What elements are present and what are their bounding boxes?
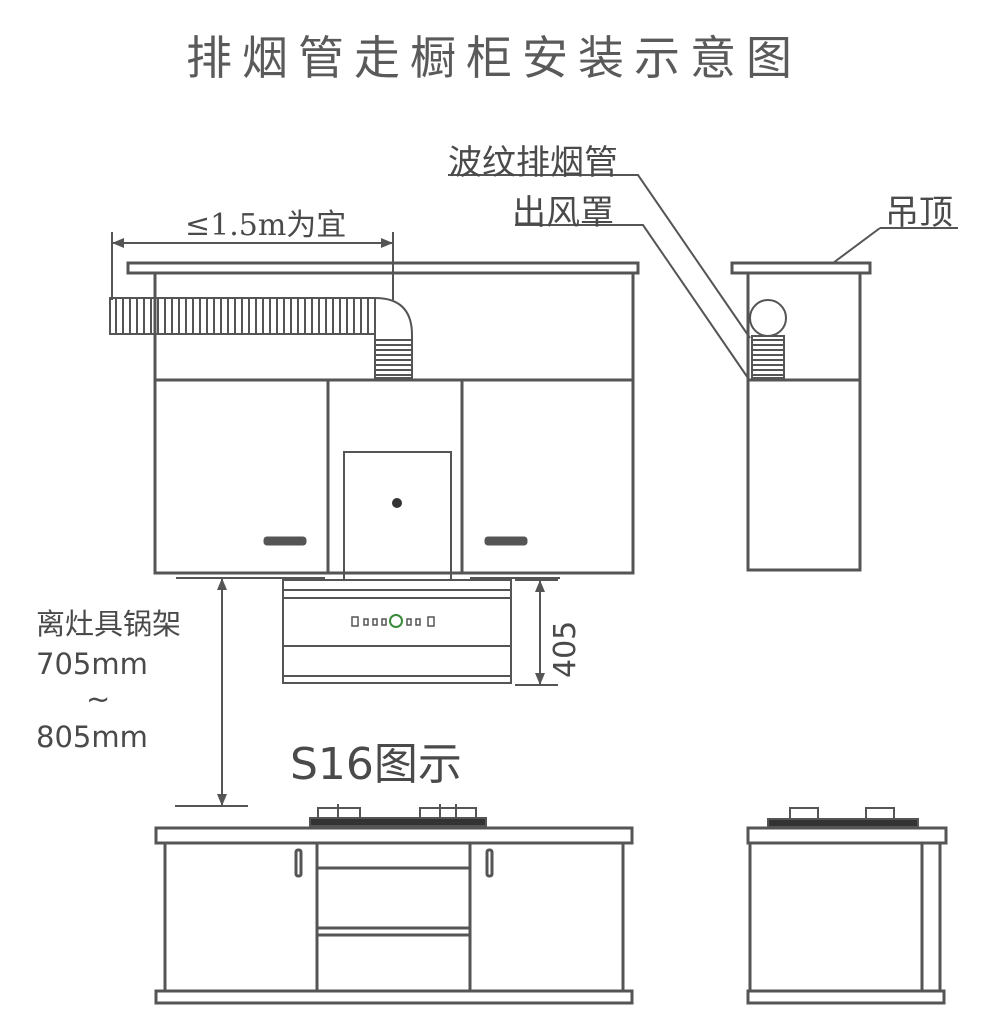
max-length-arrow-left (112, 238, 124, 248)
page-title: 排烟管走橱柜安装示意图 (186, 31, 802, 85)
countertop-front (154, 826, 634, 845)
upper-cabinet (153, 271, 635, 575)
height-405-arrow-bottom (535, 673, 545, 685)
height-405-arrow-top (535, 580, 545, 592)
lower-handle-left (294, 848, 303, 878)
max-length-arrow-right (381, 238, 393, 248)
gas-stove-side (767, 807, 919, 828)
corrugated-pipe-label: 波纹排烟管 (448, 143, 618, 183)
side-upper-cabinet (746, 271, 862, 572)
cabinet-handle-left (263, 536, 307, 546)
side-lower-cabinet (748, 841, 942, 993)
side-countertop (746, 826, 948, 845)
callout-leaders (448, 174, 958, 379)
plinth-front (154, 989, 634, 1005)
hood-control-panel (351, 614, 435, 628)
height-405-label: 405 (548, 620, 583, 678)
power-socket (392, 498, 402, 508)
distance-label-line4: 805mm (36, 720, 148, 754)
cabinet-handle-right (484, 536, 528, 546)
lower-handle-right (485, 848, 494, 878)
lower-cabinet-front (163, 841, 625, 993)
corrugated-pipe-side (749, 299, 787, 379)
gas-stove-front (309, 804, 487, 827)
hood-chimney (343, 451, 452, 581)
distance-label-line3: ~ (86, 682, 111, 716)
ceiling-label: 吊顶 (885, 193, 953, 233)
distance-arrow-top (217, 578, 227, 590)
corrugated-pipe (109, 297, 413, 379)
distance-arrow-bottom (217, 794, 227, 806)
side-plinth (746, 989, 946, 1005)
outlet-cover-label: 出风罩 (512, 193, 614, 233)
distance-label-line2: 705mm (36, 647, 148, 681)
distance-label-line1: 离灶具锅架 (36, 607, 182, 641)
range-hood (176, 577, 560, 684)
max-length-label: ≤1.5m为宜 (185, 208, 347, 243)
model-label: S16图示 (290, 739, 462, 790)
